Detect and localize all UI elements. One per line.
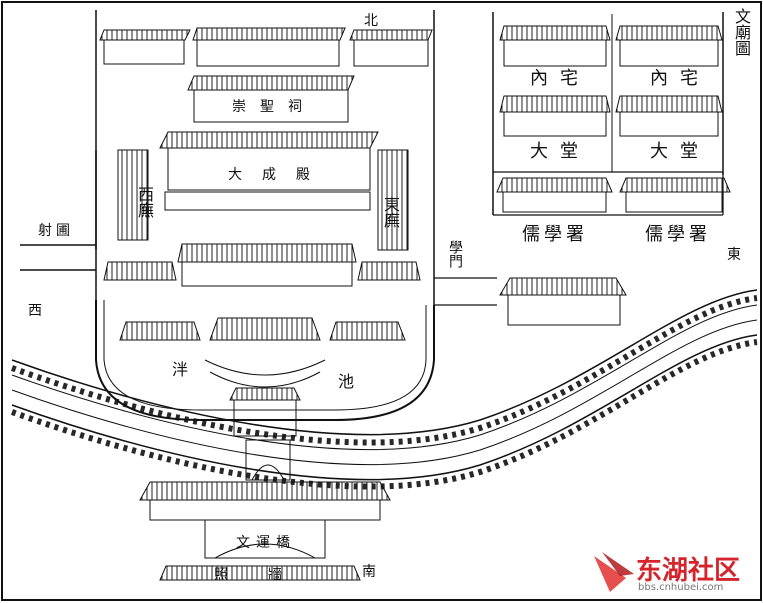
label-inner-residence-left: 內宅 [530, 68, 590, 89]
map-title: 文廟圖 [732, 8, 751, 56]
compass-east: 東 [727, 247, 741, 263]
right-buildings [496, 25, 731, 326]
watermark-logo-icon [594, 552, 634, 592]
label-confucian-office-left: 儒學署 [522, 224, 588, 245]
label-pan-pool-right: 池 [338, 372, 355, 391]
top-halls [99, 27, 433, 211]
compass-south: 南 [362, 564, 376, 580]
compass-north: 北 [364, 13, 378, 29]
label-screen-wall: 照牆 [214, 567, 322, 583]
label-pan-pool-left: 泮 [172, 360, 189, 379]
label-main-hall: 大成殿 [228, 167, 330, 183]
label-east-wing: 東廡 [381, 196, 400, 228]
watermark: 东湖社区 bbs.cnhubei.com [590, 548, 755, 598]
label-wenjin-bridge: 文運橋 [236, 535, 296, 551]
label-great-hall-left: 大堂 [530, 141, 590, 162]
watermark-url: bbs.cnhubei.com [638, 582, 724, 593]
label-archery-garden: 射圃 [38, 223, 74, 239]
compass-west: 西 [28, 303, 42, 319]
river-wall [10, 289, 758, 490]
watermark-text: 东湖社区 [636, 556, 741, 586]
label-memorial-hall: 崇聖祠 [232, 99, 316, 115]
label-inner-residence-right: 內宅 [650, 68, 710, 89]
label-west-wing: 西廡 [135, 186, 154, 218]
label-school-gate: 學門 [447, 240, 463, 268]
label-confucian-office-right: 儒學署 [645, 224, 711, 245]
label-great-hall-right: 大堂 [650, 141, 710, 162]
